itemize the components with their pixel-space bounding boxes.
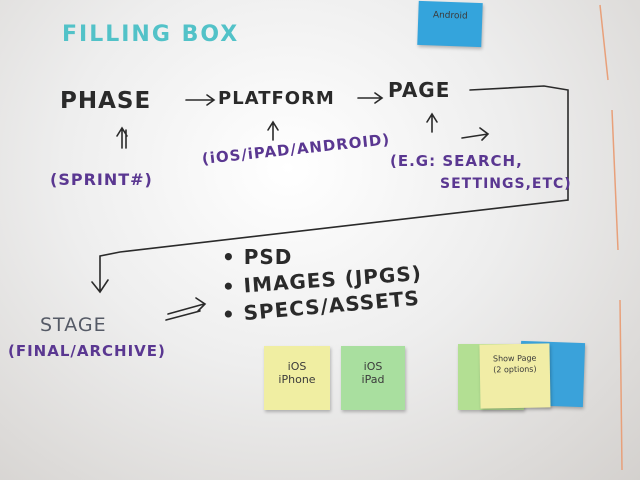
- sticky-show-page-line2: (2 options): [493, 364, 537, 375]
- sticky-iphone-line2: iPhone: [278, 373, 316, 386]
- margin-line: [599, 4, 609, 81]
- stage-label: STAGE: [40, 314, 107, 336]
- chain-phase: PHASE: [60, 88, 152, 114]
- page-options-line2: SETTINGS,ETC): [440, 176, 572, 192]
- sticky-show-page-line1: Show Page: [492, 353, 537, 364]
- arrow-up-page: [426, 112, 438, 133]
- arrow-up-phase: [116, 126, 128, 149]
- sticky-note-android: Android: [417, 0, 483, 48]
- arrow-stage-deliverables: [165, 297, 207, 321]
- arrow-up-platform: [267, 120, 279, 141]
- chain-page: PAGE: [388, 78, 451, 102]
- deliverable-psd: • PSD: [222, 245, 293, 269]
- margin-line: [611, 109, 619, 251]
- stage-options: (FINAL/ARCHIVE): [8, 342, 166, 360]
- board-title: FILLING BOX: [62, 22, 240, 47]
- page-options-line1: (E.G: SEARCH,: [390, 152, 523, 170]
- sticky-note-ipad: iOS iPad: [341, 346, 405, 410]
- sticky-ipad-line2: iPad: [361, 373, 385, 386]
- sticky-iphone-line1: iOS: [287, 360, 307, 373]
- sticky-ipad-line1: iOS: [363, 360, 383, 373]
- sticky-note-iphone: iOS iPhone: [264, 346, 330, 410]
- margin-line: [619, 299, 623, 471]
- sticky-note-show-page: Show Page (2 options): [479, 343, 551, 409]
- chain-platform: PLATFORM: [218, 88, 335, 109]
- connector-page-to-stage: [91, 85, 569, 294]
- arrow-small-right: [461, 127, 490, 141]
- phase-options: (SPRINT#): [50, 170, 153, 189]
- arrow-platform-page: [357, 92, 384, 104]
- sticky-android-label: Android: [432, 10, 468, 22]
- arrow-phase-platform: [185, 94, 216, 106]
